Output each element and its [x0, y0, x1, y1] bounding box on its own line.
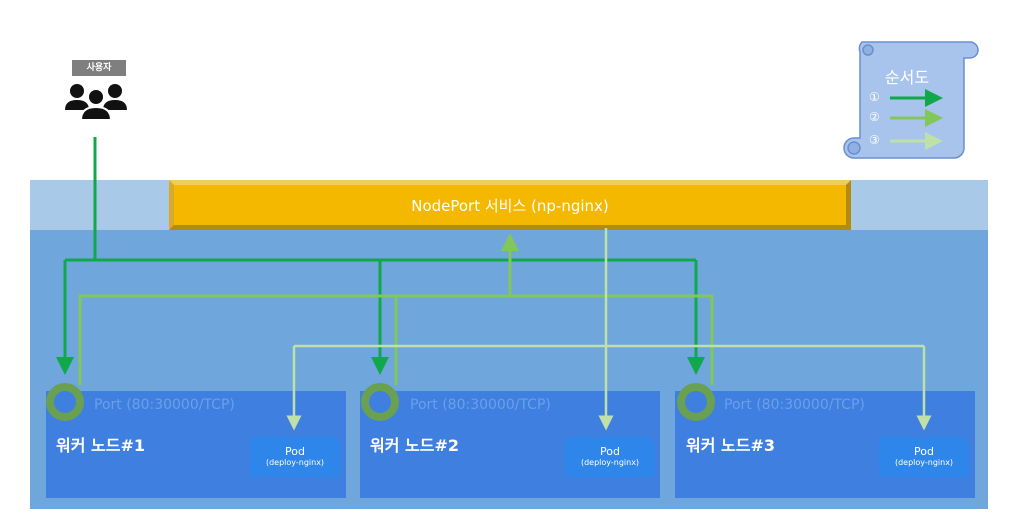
port-label-2: Port (80:30000/TCP) [410, 397, 551, 413]
users-icon [65, 84, 127, 121]
step2-lines [78, 233, 714, 385]
node-title-2: 워커 노드#2 [370, 436, 459, 455]
service-label: NodePort 서비스 (np-nginx) [411, 196, 609, 215]
pod-deploy: (deploy-nginx) [580, 458, 640, 467]
pod-deploy: (deploy-nginx) [265, 458, 325, 467]
legend-title: 순서도 [884, 68, 930, 87]
port-label-3: Port (80:30000/TCP) [724, 397, 865, 413]
pod-deploy: (deploy-nginx) [894, 458, 954, 467]
node-title-3: 워커 노드#3 [686, 436, 775, 455]
legend-step-3: ③ [869, 133, 880, 147]
pod-2: Pod (deploy-nginx) [565, 437, 655, 477]
user-label: 사용자 [72, 60, 126, 76]
pod-1: Pod (deploy-nginx) [250, 437, 340, 477]
node-title-1: 워커 노드#1 [56, 436, 145, 455]
step3-lines [286, 228, 932, 431]
port-ring-2 [361, 383, 399, 421]
pod-3: Pod (deploy-nginx) [879, 437, 969, 477]
legend-step-2: ② [869, 110, 880, 124]
step1-lines [56, 137, 705, 375]
port-ring-1 [46, 383, 84, 421]
nodeport-service: NodePort 서비스 (np-nginx) [169, 180, 851, 230]
pod-name: Pod [285, 445, 305, 458]
pod-name: Pod [600, 445, 620, 458]
pod-name: Pod [914, 445, 934, 458]
legend-step-1: ① [869, 90, 880, 104]
port-label-1: Port (80:30000/TCP) [94, 397, 235, 413]
port-ring-3 [677, 383, 715, 421]
legend-scroll [843, 41, 979, 159]
